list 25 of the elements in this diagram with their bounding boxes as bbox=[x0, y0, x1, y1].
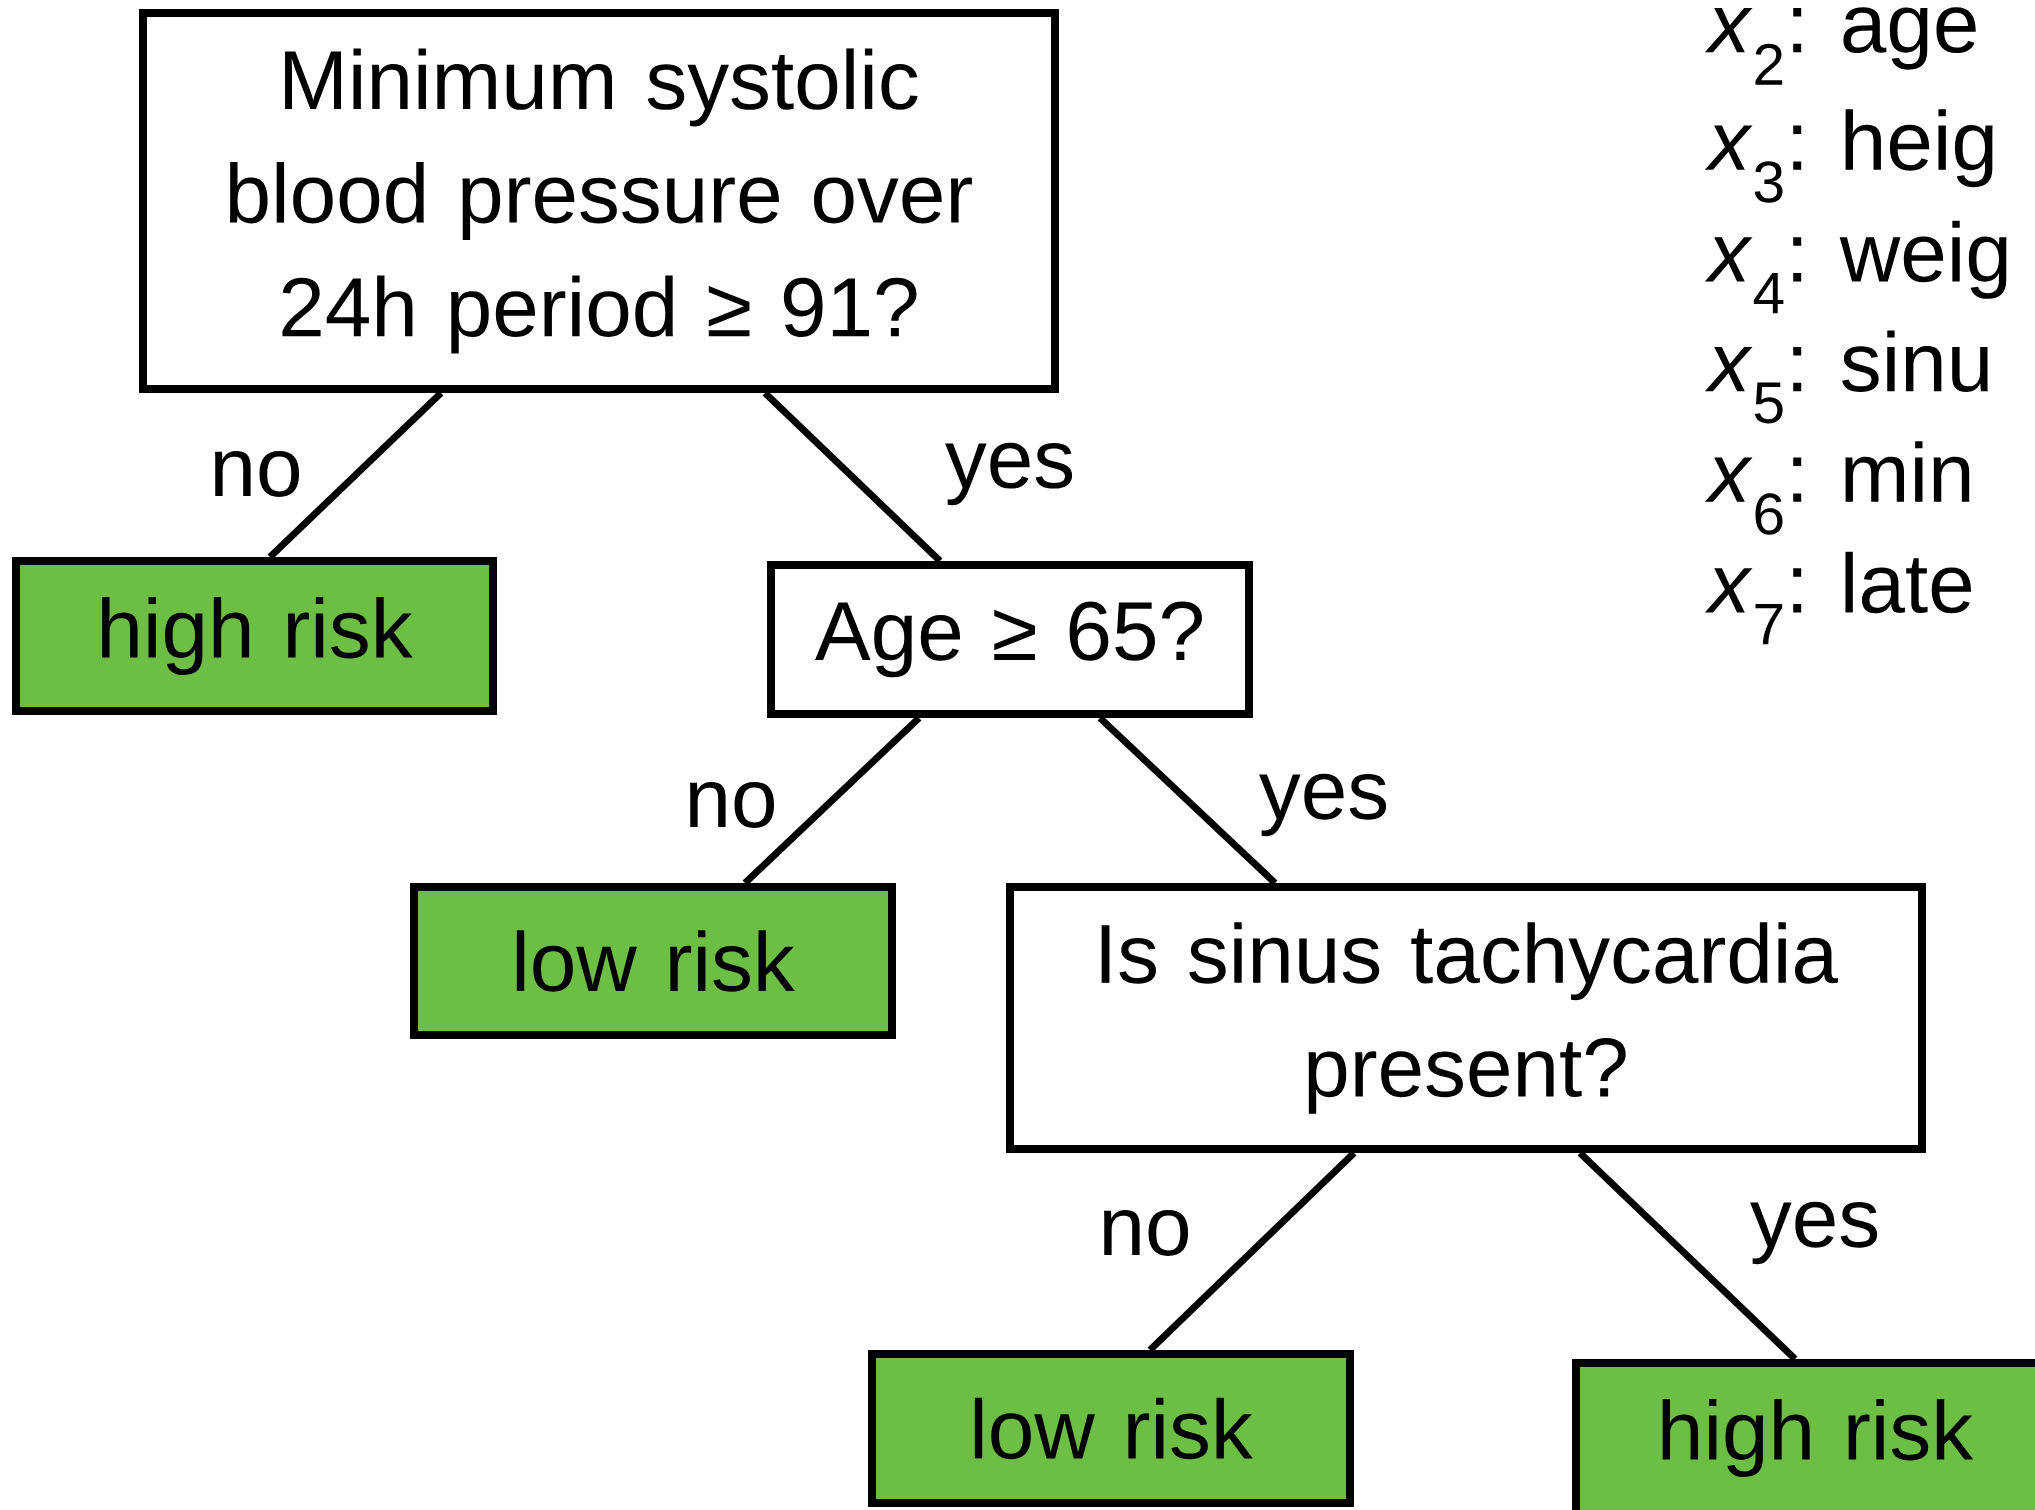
leaf-box: high risk bbox=[12, 557, 497, 715]
edge-label: no bbox=[215, 451, 300, 497]
edge-label: no bbox=[690, 782, 775, 828]
question-box: Age ≥ 65? bbox=[767, 561, 1253, 718]
variable-label: x$_{4}$: weig bbox=[1704, 220, 2007, 314]
variable-label: x$_{6}$: min bbox=[1704, 441, 1970, 535]
variable-label: x$_{5}$: sinu bbox=[1704, 330, 1988, 424]
edge-label: no bbox=[1104, 1210, 1189, 1256]
connector-line bbox=[762, 390, 943, 564]
variable-label: x$_{7}$: late bbox=[1704, 551, 1971, 645]
edge-label: yes bbox=[945, 442, 1073, 506]
leaf-box: low risk bbox=[410, 883, 896, 1039]
leaf-box: low risk bbox=[868, 1350, 1354, 1507]
variable-label: x$_{3}$: heig bbox=[1704, 109, 1993, 203]
leaf-box: high risk bbox=[1572, 1359, 2035, 1510]
connector-line bbox=[1577, 1150, 1798, 1362]
connector-line bbox=[1097, 715, 1278, 886]
variable-label: x$_{2}$: age bbox=[1704, 7, 1976, 85]
connector-line bbox=[742, 715, 922, 886]
question-box: Minimum systolic blood pressure over 24h period ≥ 91? bbox=[139, 9, 1059, 393]
edge-label: yes bbox=[1750, 1201, 1878, 1265]
connector-line bbox=[1147, 1150, 1357, 1353]
edge-label: yes bbox=[1259, 773, 1387, 837]
connector-line bbox=[267, 390, 444, 560]
question-box: Is sinus tachycardia present? bbox=[1006, 883, 1926, 1153]
